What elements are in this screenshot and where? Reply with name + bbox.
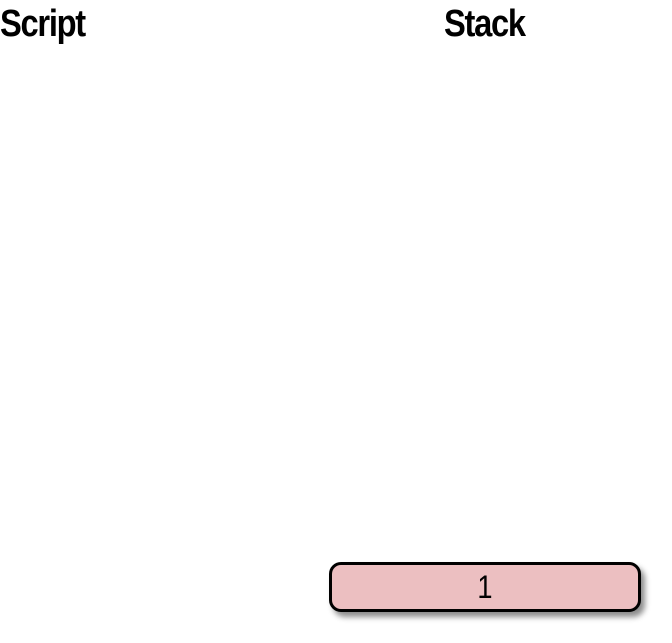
stack-item-label: 1 [477, 569, 493, 605]
stack-heading: Stack [444, 3, 526, 45]
stack-item: 1 [329, 562, 641, 612]
script-heading: Script [0, 3, 86, 45]
